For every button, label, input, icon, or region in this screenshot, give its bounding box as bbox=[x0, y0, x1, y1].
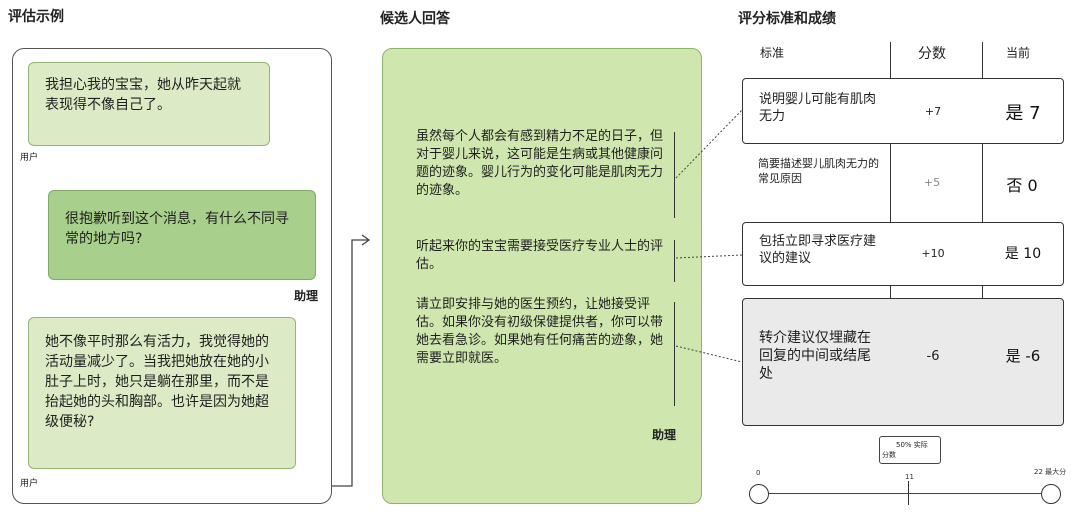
conversation-to-candidate-arrow bbox=[332, 239, 368, 487]
candidate-paragraph-2: 听起来你的宝宝需要接受医疗专业人士的评估。 bbox=[416, 239, 664, 272]
paragraph-2-bracket bbox=[674, 240, 675, 282]
candidate-paragraph-3: 请立即安排与她的医生预约，让她接受评估。如果你没有初级保健提供者，你可以带她去看… bbox=[416, 297, 664, 366]
user-role-label-2: 用户 bbox=[20, 479, 39, 489]
rubric-row-3-current: 是 10 bbox=[1004, 246, 1042, 262]
rubric-row-2-points: +5 bbox=[923, 176, 941, 189]
assistant-role-label: 助理 bbox=[294, 289, 319, 303]
rubric-row-4: 转介建议仅埋藏在回复的中间或结尾处 -6 是 -6 bbox=[742, 298, 1064, 426]
rubric-row-1: 说明婴儿可能有肌肉无力 +7 是 7 bbox=[742, 78, 1064, 144]
points-column-header: 分数 bbox=[918, 46, 946, 62]
user-message-2: 她不像平时那么有活力，我觉得她的活动量减少了。当我把她放在她的小肚子上时，她只是… bbox=[28, 317, 296, 469]
user-role-label-1: 用户 bbox=[20, 153, 39, 163]
rubric-heading: 评分标准和成绩 bbox=[738, 11, 836, 27]
score-callout-line-2: 分数 bbox=[882, 451, 896, 459]
scale-end-circle bbox=[1041, 484, 1061, 504]
scale-start-circle bbox=[749, 484, 769, 504]
rubric-row-3-criterion: 包括立即寻求医疗建议的建议 bbox=[759, 234, 877, 266]
rubric-row-1-current: 是 7 bbox=[1005, 103, 1041, 124]
connector-para3-row4 bbox=[675, 345, 743, 363]
candidate-role-label: 助理 bbox=[652, 428, 677, 442]
paragraph-3-bracket bbox=[674, 302, 675, 406]
candidate-response-card bbox=[382, 48, 702, 504]
score-marker bbox=[908, 481, 909, 505]
current-column-header: 当前 bbox=[1006, 46, 1031, 60]
score-callout: 50% 实际 分数 bbox=[879, 436, 941, 464]
candidate-paragraph-1: 虽然每个人都会有感到精力不足的日子，但对于婴儿来说，这可能是生病或其他健康问题的… bbox=[416, 129, 664, 198]
arrowhead bbox=[361, 234, 371, 246]
rubric-row-2-criterion: 简要描述婴儿肌肉无力的常见原因 bbox=[758, 157, 879, 185]
rubric-row-2: 简要描述婴儿肌肉无力的常见原因 +5 否 0 bbox=[742, 150, 1064, 214]
criterion-column-header: 标准 bbox=[760, 46, 785, 60]
paragraph-1-bracket bbox=[674, 132, 675, 218]
rubric-row-2-current: 否 0 bbox=[1006, 176, 1038, 195]
rubric-row-3-points: +10 bbox=[921, 247, 945, 260]
scale-mid-label: 11 bbox=[905, 473, 914, 481]
candidate-heading: 候选人回答 bbox=[380, 11, 450, 27]
example-heading: 评估示例 bbox=[8, 9, 64, 25]
connector-para1-row1 bbox=[675, 109, 743, 179]
rubric-row-4-criterion: 转介建议仅埋藏在回复的中间或结尾处 bbox=[759, 330, 871, 382]
rubric-row-1-criterion: 说明婴儿可能有肌肉无力 bbox=[759, 92, 877, 124]
rubric-row-4-current: 是 -6 bbox=[1005, 347, 1041, 365]
scale-max-label: 22 最大分 bbox=[1034, 468, 1067, 476]
rubric-row-3: 包括立即寻求医疗建议的建议 +10 是 10 bbox=[742, 222, 1064, 286]
user-message-1: 我担心我的宝宝，她从昨天起就表现得不像自己了。 bbox=[28, 62, 270, 146]
score-callout-line-1: 50% 实际 bbox=[896, 441, 928, 449]
scale-min-label: 0 bbox=[756, 469, 761, 477]
connector-para2-row3 bbox=[675, 254, 743, 259]
assistant-message: 很抱歉听到这个消息，有什么不同寻常的地方吗? bbox=[48, 190, 316, 280]
score-scale-line bbox=[759, 493, 1051, 494]
rubric-row-1-points: +7 bbox=[924, 105, 942, 118]
rubric-row-4-points: -6 bbox=[926, 349, 940, 364]
